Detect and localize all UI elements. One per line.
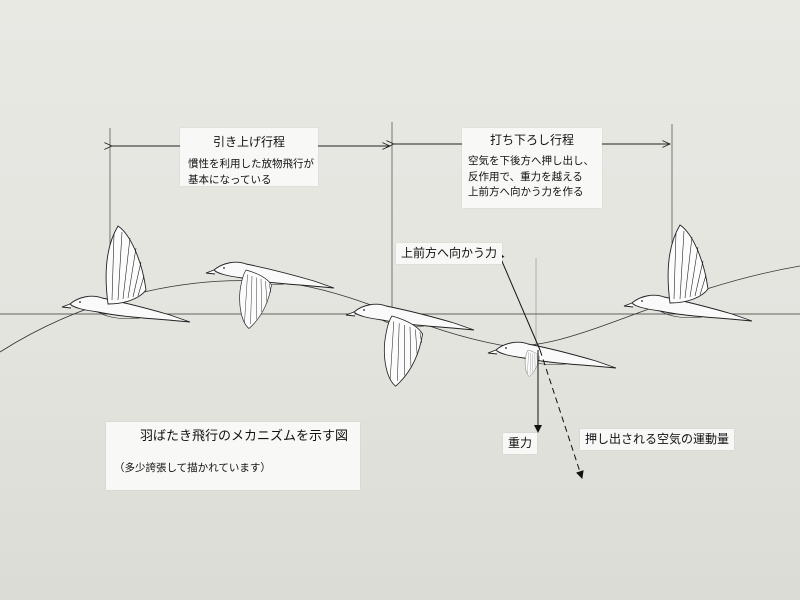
caption-title: 羽ばたき飛行のメカニズムを示す図 xyxy=(140,429,349,444)
upstroke-label: 引き上げ行程 慣性を利用した放物飛行が 基本になっている xyxy=(180,128,318,186)
bird-3 xyxy=(345,303,475,387)
gravity-label: 重力 xyxy=(503,433,538,455)
downstroke-description-line-3: 上前方へ向かう力を作る xyxy=(468,185,584,198)
upstroke-description: 慣性を利用した放物飛行が 基本になっている xyxy=(188,157,314,187)
bird-5 xyxy=(623,224,753,322)
upstroke-description-line-2: 基本になっている xyxy=(188,173,272,186)
bird-4 xyxy=(487,341,617,377)
downstroke-description-line-2: 反作用で、重力を越える xyxy=(468,170,583,183)
caption-box: 羽ばたき飛行のメカニズムを示す図 （多少誇張して描かれています） xyxy=(106,422,360,490)
upstroke-title: 引き上げ行程 xyxy=(212,135,285,149)
bird-1 xyxy=(61,225,191,323)
downstroke-label: 打ち下ろし行程 空気を下後方へ押し出し、 反作用で、重力を越える 上前方へ向かう… xyxy=(462,128,602,208)
downstroke-description: 空気を下後方へ押し出し、 反作用で、重力を越える 上前方へ向かう力を作る xyxy=(468,154,596,200)
caption-note: （多少誇張して描かれています） xyxy=(114,461,271,474)
upstroke-description-line-1: 慣性を利用した放物飛行が xyxy=(188,158,314,171)
lift-force-label: 上前方へ向かう力 xyxy=(396,243,503,265)
lift-force-arrow xyxy=(497,251,541,351)
air-momentum-label: 押し出される空気の運動量 xyxy=(580,429,735,451)
downstroke-title: 打ち下ろし行程 xyxy=(489,133,574,147)
downstroke-description-line-1: 空気を下後方へ押し出し、 xyxy=(468,155,594,168)
bird-2 xyxy=(205,261,335,329)
air-momentum-arrow xyxy=(539,349,584,479)
